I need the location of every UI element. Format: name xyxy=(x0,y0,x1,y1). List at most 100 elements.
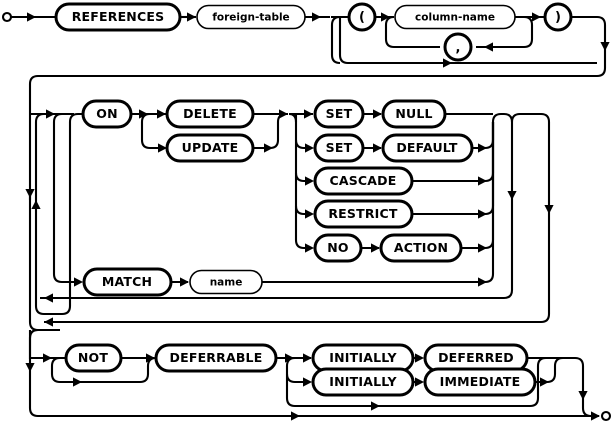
arrow-initially-bypass xyxy=(371,401,380,411)
rail-repeat-left xyxy=(34,112,54,316)
rail-initially-bypass-join xyxy=(529,356,547,408)
rail-group3-enter-corner xyxy=(28,328,39,339)
arrow-to-rparen xyxy=(532,12,541,22)
rail-repeat-top-corner xyxy=(68,112,82,123)
rail-group2-exit-left xyxy=(40,112,514,300)
arrow-group3-enter xyxy=(43,353,52,363)
rail-not-bypass xyxy=(50,356,157,384)
arrow-group2-outer-down xyxy=(544,205,554,214)
label-set-2: SET xyxy=(326,140,353,155)
arrow-action-merge xyxy=(478,243,487,253)
label-initially-1: INITIALLY xyxy=(329,350,397,365)
arrow-cascade-merge xyxy=(478,176,487,186)
arrow-group2-loop-left xyxy=(44,293,53,303)
arrow-bypass-parens xyxy=(443,58,452,68)
arrow-immediate-merge xyxy=(540,377,549,387)
label-restrict: RESTRICT xyxy=(328,206,398,221)
end-circle xyxy=(600,410,612,422)
arrow-start xyxy=(27,12,36,22)
arrow-comma-loop-back xyxy=(484,42,493,52)
label-immediate: IMMEDIATE xyxy=(440,374,521,389)
label-foreign-table: foreign-table xyxy=(212,12,289,24)
rail-immediate-merge xyxy=(535,356,564,384)
arrow-name-merge xyxy=(478,277,487,287)
rail-bypass-parens-down xyxy=(338,17,550,65)
label-initially-2: INITIALLY xyxy=(329,374,397,389)
label-references: REFERENCES xyxy=(72,9,165,24)
arrow-group3-bypass-down xyxy=(25,363,35,372)
label-no: NO xyxy=(327,240,349,255)
arrow-to-set1 xyxy=(304,109,313,119)
rail-to-initially-2 xyxy=(285,373,309,384)
arrow-to-restrict xyxy=(305,209,314,219)
arrow-actions-split xyxy=(279,109,288,119)
arrow-group2-exit-down xyxy=(507,191,517,200)
arrow-to-initially-2 xyxy=(303,377,312,387)
label-cascade: CASCADE xyxy=(329,173,396,188)
rail-merge-top-corner xyxy=(491,112,504,123)
arrow-to-cascade xyxy=(305,176,314,186)
label-null: NULL xyxy=(395,106,432,121)
arrow-to-column-name xyxy=(381,12,390,22)
rail-action-fan-spine xyxy=(294,114,311,250)
row-deferrable-group: NOT DEFERRABLE INITIALLY DEFERRED INITIA… xyxy=(25,328,612,422)
arrow-group3-exit-down xyxy=(578,391,588,400)
label-set-1: SET xyxy=(326,106,353,121)
row-on-actions-group: ON DELETE UPDATE SET xyxy=(25,99,554,332)
rail-fan-restrict xyxy=(294,205,311,216)
label-column-name: column-name xyxy=(415,12,495,24)
arrow-to-name xyxy=(180,277,189,287)
arrow-not-bypass xyxy=(73,377,82,387)
label-match: MATCH xyxy=(102,274,152,289)
arrow-update-merge xyxy=(264,143,273,153)
arrow-to-initially-1 xyxy=(303,353,312,363)
arrow-repeat-up xyxy=(31,200,41,209)
rail-fan-set2 xyxy=(294,139,311,150)
arrow-group3-bypass-right xyxy=(291,411,300,421)
rail-split-to-update xyxy=(140,112,164,150)
label-not: NOT xyxy=(78,350,108,365)
arrow-row1-down xyxy=(600,42,610,51)
rail-left-outer-bypass-to-row3 xyxy=(28,196,60,332)
arrow-group2-outer-left xyxy=(44,317,53,327)
label-default: DEFAULT xyxy=(396,140,458,155)
node-comma[interactable] xyxy=(443,32,473,62)
arrow-to-default xyxy=(373,143,382,153)
rail-initially-bypass xyxy=(285,356,530,408)
rail-bypass-parens-corner xyxy=(330,15,341,65)
rail-update-merge xyxy=(253,112,287,150)
arrow-restrict-merge xyxy=(478,209,487,219)
label-name: name xyxy=(210,277,243,289)
arrow-to-deferrable xyxy=(146,353,155,363)
rail-group3-enter xyxy=(28,330,65,360)
arrow-to-deferred xyxy=(415,353,424,363)
rail-group3-exit xyxy=(574,356,599,418)
arrow-to-immediate xyxy=(415,377,424,387)
rail-default-merge xyxy=(472,122,495,150)
arrow-default-merge xyxy=(478,143,487,153)
arrow-to-delete xyxy=(157,109,166,119)
arrow-to-foreign-table xyxy=(187,12,196,22)
arrow-to-paren-branch xyxy=(312,12,321,22)
start-circle xyxy=(1,11,13,23)
arrow-to-null xyxy=(373,109,382,119)
rail-group2-outer-exit xyxy=(44,112,551,324)
arrow-to-action xyxy=(371,243,380,253)
label-deferred: DEFERRED xyxy=(438,350,514,365)
label-deferrable: DEFERRABLE xyxy=(170,350,263,365)
arrow-to-set2 xyxy=(305,143,314,153)
row-references-group: REFERENCES foreign-table ( column-name , xyxy=(1,2,610,110)
label-delete: DELETE xyxy=(183,106,237,121)
label-rparen: ) xyxy=(555,10,561,25)
rail-action-fan-corner xyxy=(288,112,298,123)
label-action: ACTION xyxy=(394,240,448,255)
rail-row1-to-row2 xyxy=(28,15,607,110)
rail-fan-cascade xyxy=(294,172,311,183)
label-on: ON xyxy=(96,106,118,121)
label-update: UPDATE xyxy=(182,140,239,155)
arrow-to-no xyxy=(305,243,314,253)
arrow-to-match xyxy=(74,277,83,287)
rail-repeat-lower xyxy=(44,122,72,316)
